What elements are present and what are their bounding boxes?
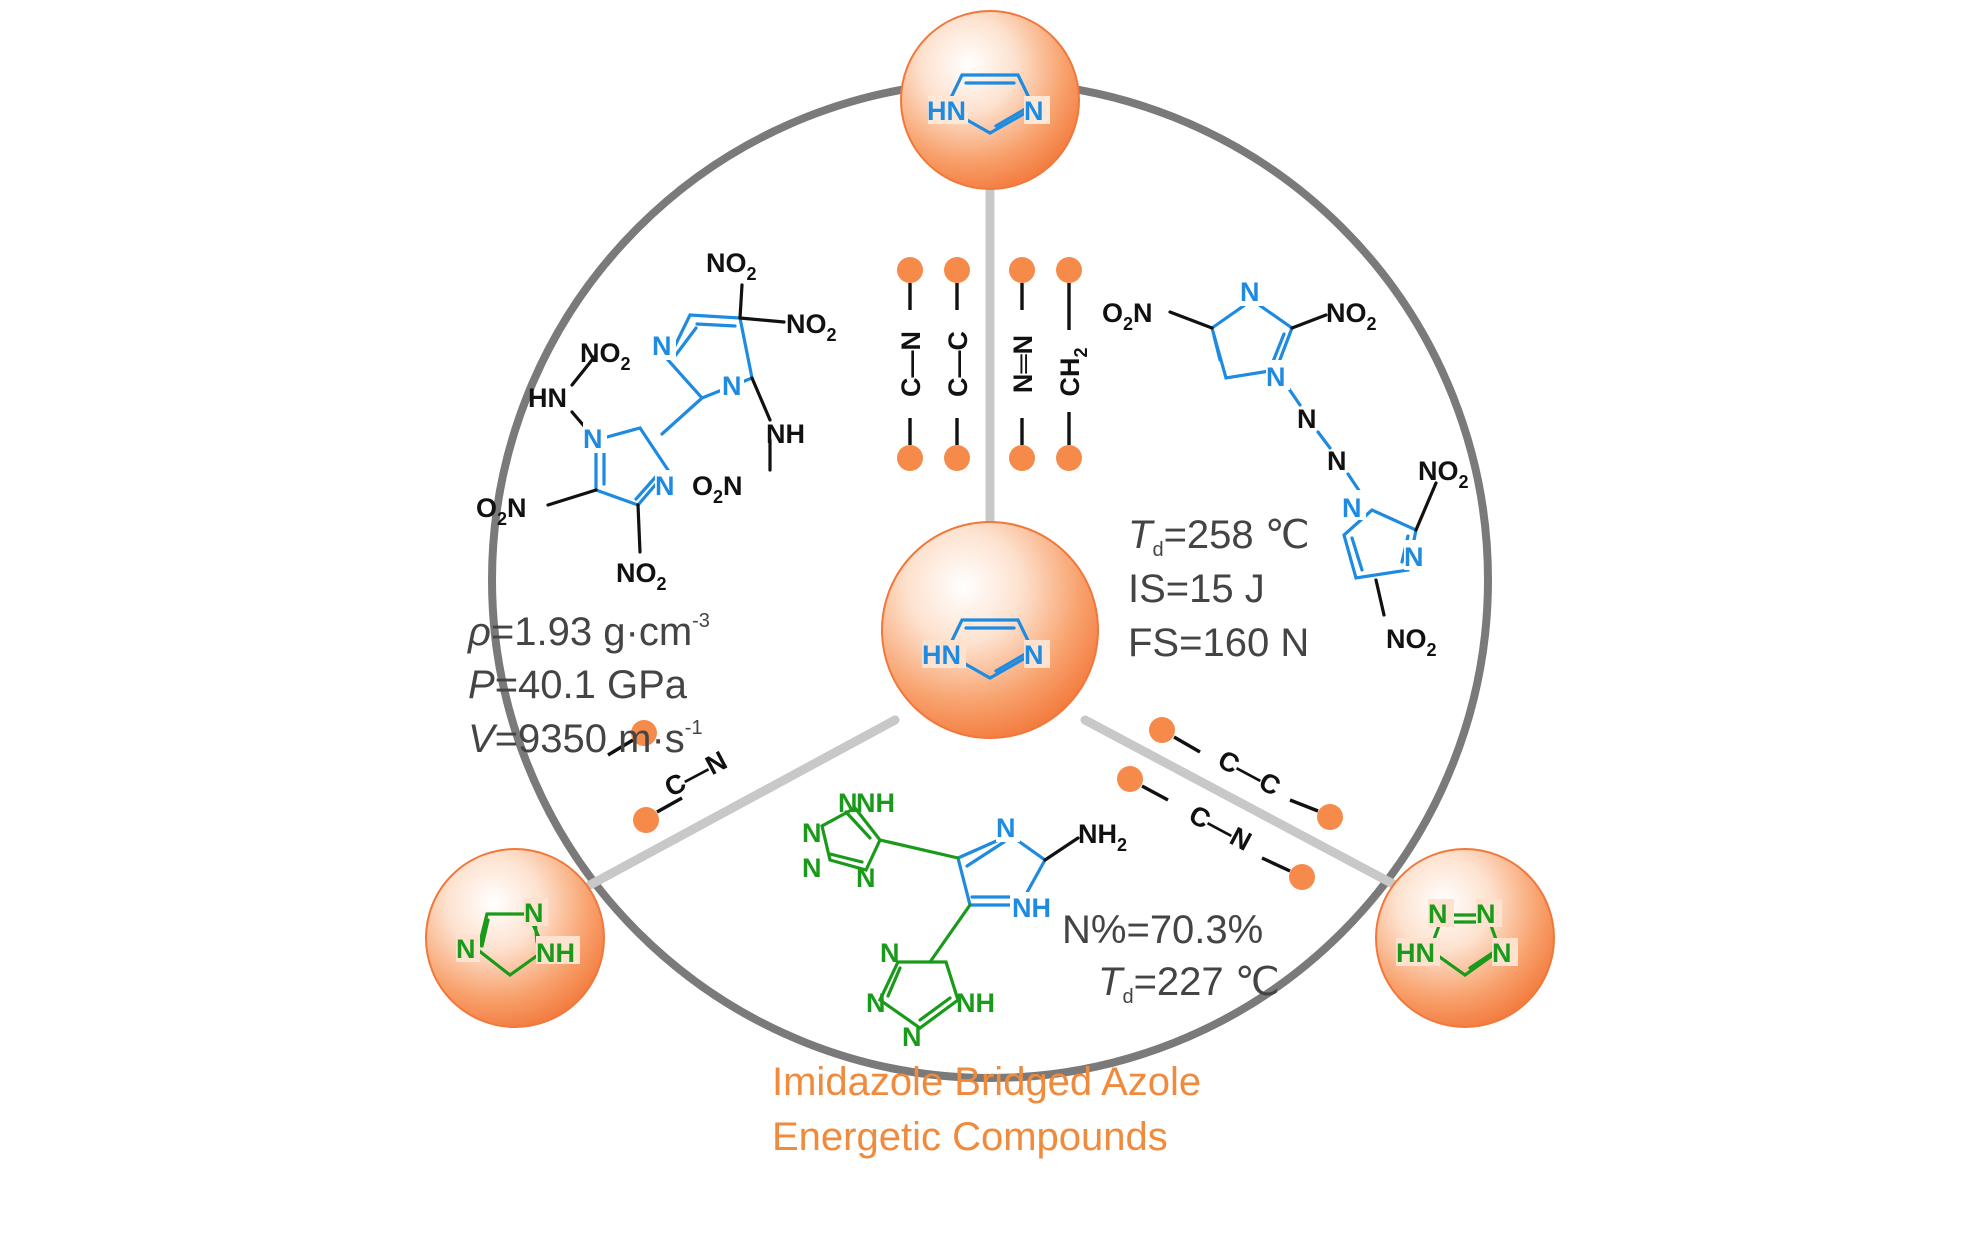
cb-t2-n2: N	[866, 988, 886, 1018]
node-center-n-label: N	[1024, 640, 1044, 670]
node-bl-n2: N	[524, 898, 544, 928]
linker-top-cn: C—N	[896, 331, 926, 397]
linker-top-ch2: CH2	[1055, 347, 1091, 396]
cl-no2-bottom: NO2	[616, 558, 667, 594]
cl-ring-n1: N	[652, 331, 672, 361]
title-line-2: Energetic Compounds	[772, 1115, 1168, 1159]
compound-right: N N N N N N O2N NO2 NO2 NO2 Td=258 ℃ IS=…	[1102, 276, 1469, 665]
node-center-hn-label: HN	[922, 640, 961, 670]
node-br-hn: HN	[1396, 938, 1435, 968]
cr-azo-n2: N	[1327, 446, 1347, 476]
cr-no2-mid: NO2	[1418, 456, 1469, 492]
cb-t1-nh: NH	[856, 788, 895, 818]
cb-t1-n4: N	[856, 863, 876, 893]
node-top-imidazole: HN N	[900, 10, 1080, 190]
node-top-hn-label: HN	[927, 96, 966, 126]
cl-no2-upper-left: NO2	[580, 338, 631, 374]
linkers-top: C—N C—C N═N CH2	[896, 257, 1091, 471]
spokes	[585, 175, 1400, 890]
node-top-n-label: N	[1024, 96, 1044, 126]
cl-no2-top: NO2	[706, 248, 757, 284]
title-line-1: Imidazole Bridged Azole	[772, 1060, 1201, 1104]
node-br-n3: N	[1492, 938, 1512, 968]
cl-o2n-mid: O2N	[692, 471, 743, 507]
cr-azo-n1: N	[1297, 404, 1317, 434]
linker-top-nn: N═N	[1008, 335, 1038, 393]
cl-ring-n4: N	[655, 471, 675, 501]
cr-prop-fs: FS=160 N	[1128, 621, 1309, 665]
compound-left: N N N N NO2 NO2 NO2 HN NH O2N O2N NO2 ρ=…	[467, 248, 837, 761]
node-bl-nh: NH	[536, 938, 575, 968]
cr-no2-top: NO2	[1326, 298, 1377, 334]
cb-prop-td: Td=227 ℃	[1098, 960, 1280, 1008]
cr-o2n: O2N	[1102, 298, 1153, 334]
cl-prop-density: ρ=1.93 g·cm-3	[467, 610, 710, 654]
cb-t2-n1: N	[880, 938, 900, 968]
cr-prop-is: IS=15 J	[1128, 567, 1265, 611]
node-bl-n1: N	[456, 934, 476, 964]
node-bottom-right-tetrazole: N N HN N	[1375, 848, 1555, 1028]
cl-ring-n3: N	[583, 424, 603, 454]
cl-no2-right: NO2	[786, 309, 837, 345]
compound-bottom: N NH NH2 N NH N N N N N NH N N N%=70.3% …	[802, 788, 1280, 1052]
cl-ring-n2: N	[722, 371, 742, 401]
node-br-n2: N	[1476, 899, 1496, 929]
cb-im-nh: NH	[1012, 893, 1051, 923]
cr-no2-bottom: NO2	[1386, 624, 1437, 660]
cb-nh2: NH2	[1078, 819, 1127, 855]
linker-top-cc: C—C	[943, 331, 973, 397]
cr-prop-td: Td=258 ℃	[1128, 513, 1310, 561]
cr-ring-n3: N	[1342, 493, 1362, 523]
cb-t2-n3: N	[902, 1022, 922, 1052]
cb-t1-n1: N	[838, 788, 858, 818]
cb-t1-n2: N	[802, 818, 822, 848]
node-br-n1: N	[1428, 899, 1448, 929]
cb-t1-n3: N	[802, 853, 822, 883]
cl-hn: HN	[528, 383, 567, 413]
cb-im-n: N	[996, 813, 1016, 843]
cb-prop-npercent: N%=70.3%	[1062, 908, 1263, 952]
node-bottom-left-triazole: N N NH	[425, 848, 605, 1028]
linker-bottom-right: C—C C—N	[1117, 717, 1343, 890]
cl-o2n-left: O2N	[476, 493, 527, 529]
cl-prop-velocity: V=9350 m·s-1	[468, 717, 703, 761]
cr-ring-n4: N	[1404, 542, 1424, 572]
cl-prop-pressure: P=40.1 GPa	[468, 663, 688, 707]
cl-nh: NH	[766, 419, 805, 449]
cb-t2-nh: NH	[956, 988, 995, 1018]
cr-ring-n2: N	[1266, 362, 1286, 392]
cr-ring-n1: N	[1240, 277, 1260, 307]
node-center-imidazole: HN N	[881, 521, 1099, 739]
